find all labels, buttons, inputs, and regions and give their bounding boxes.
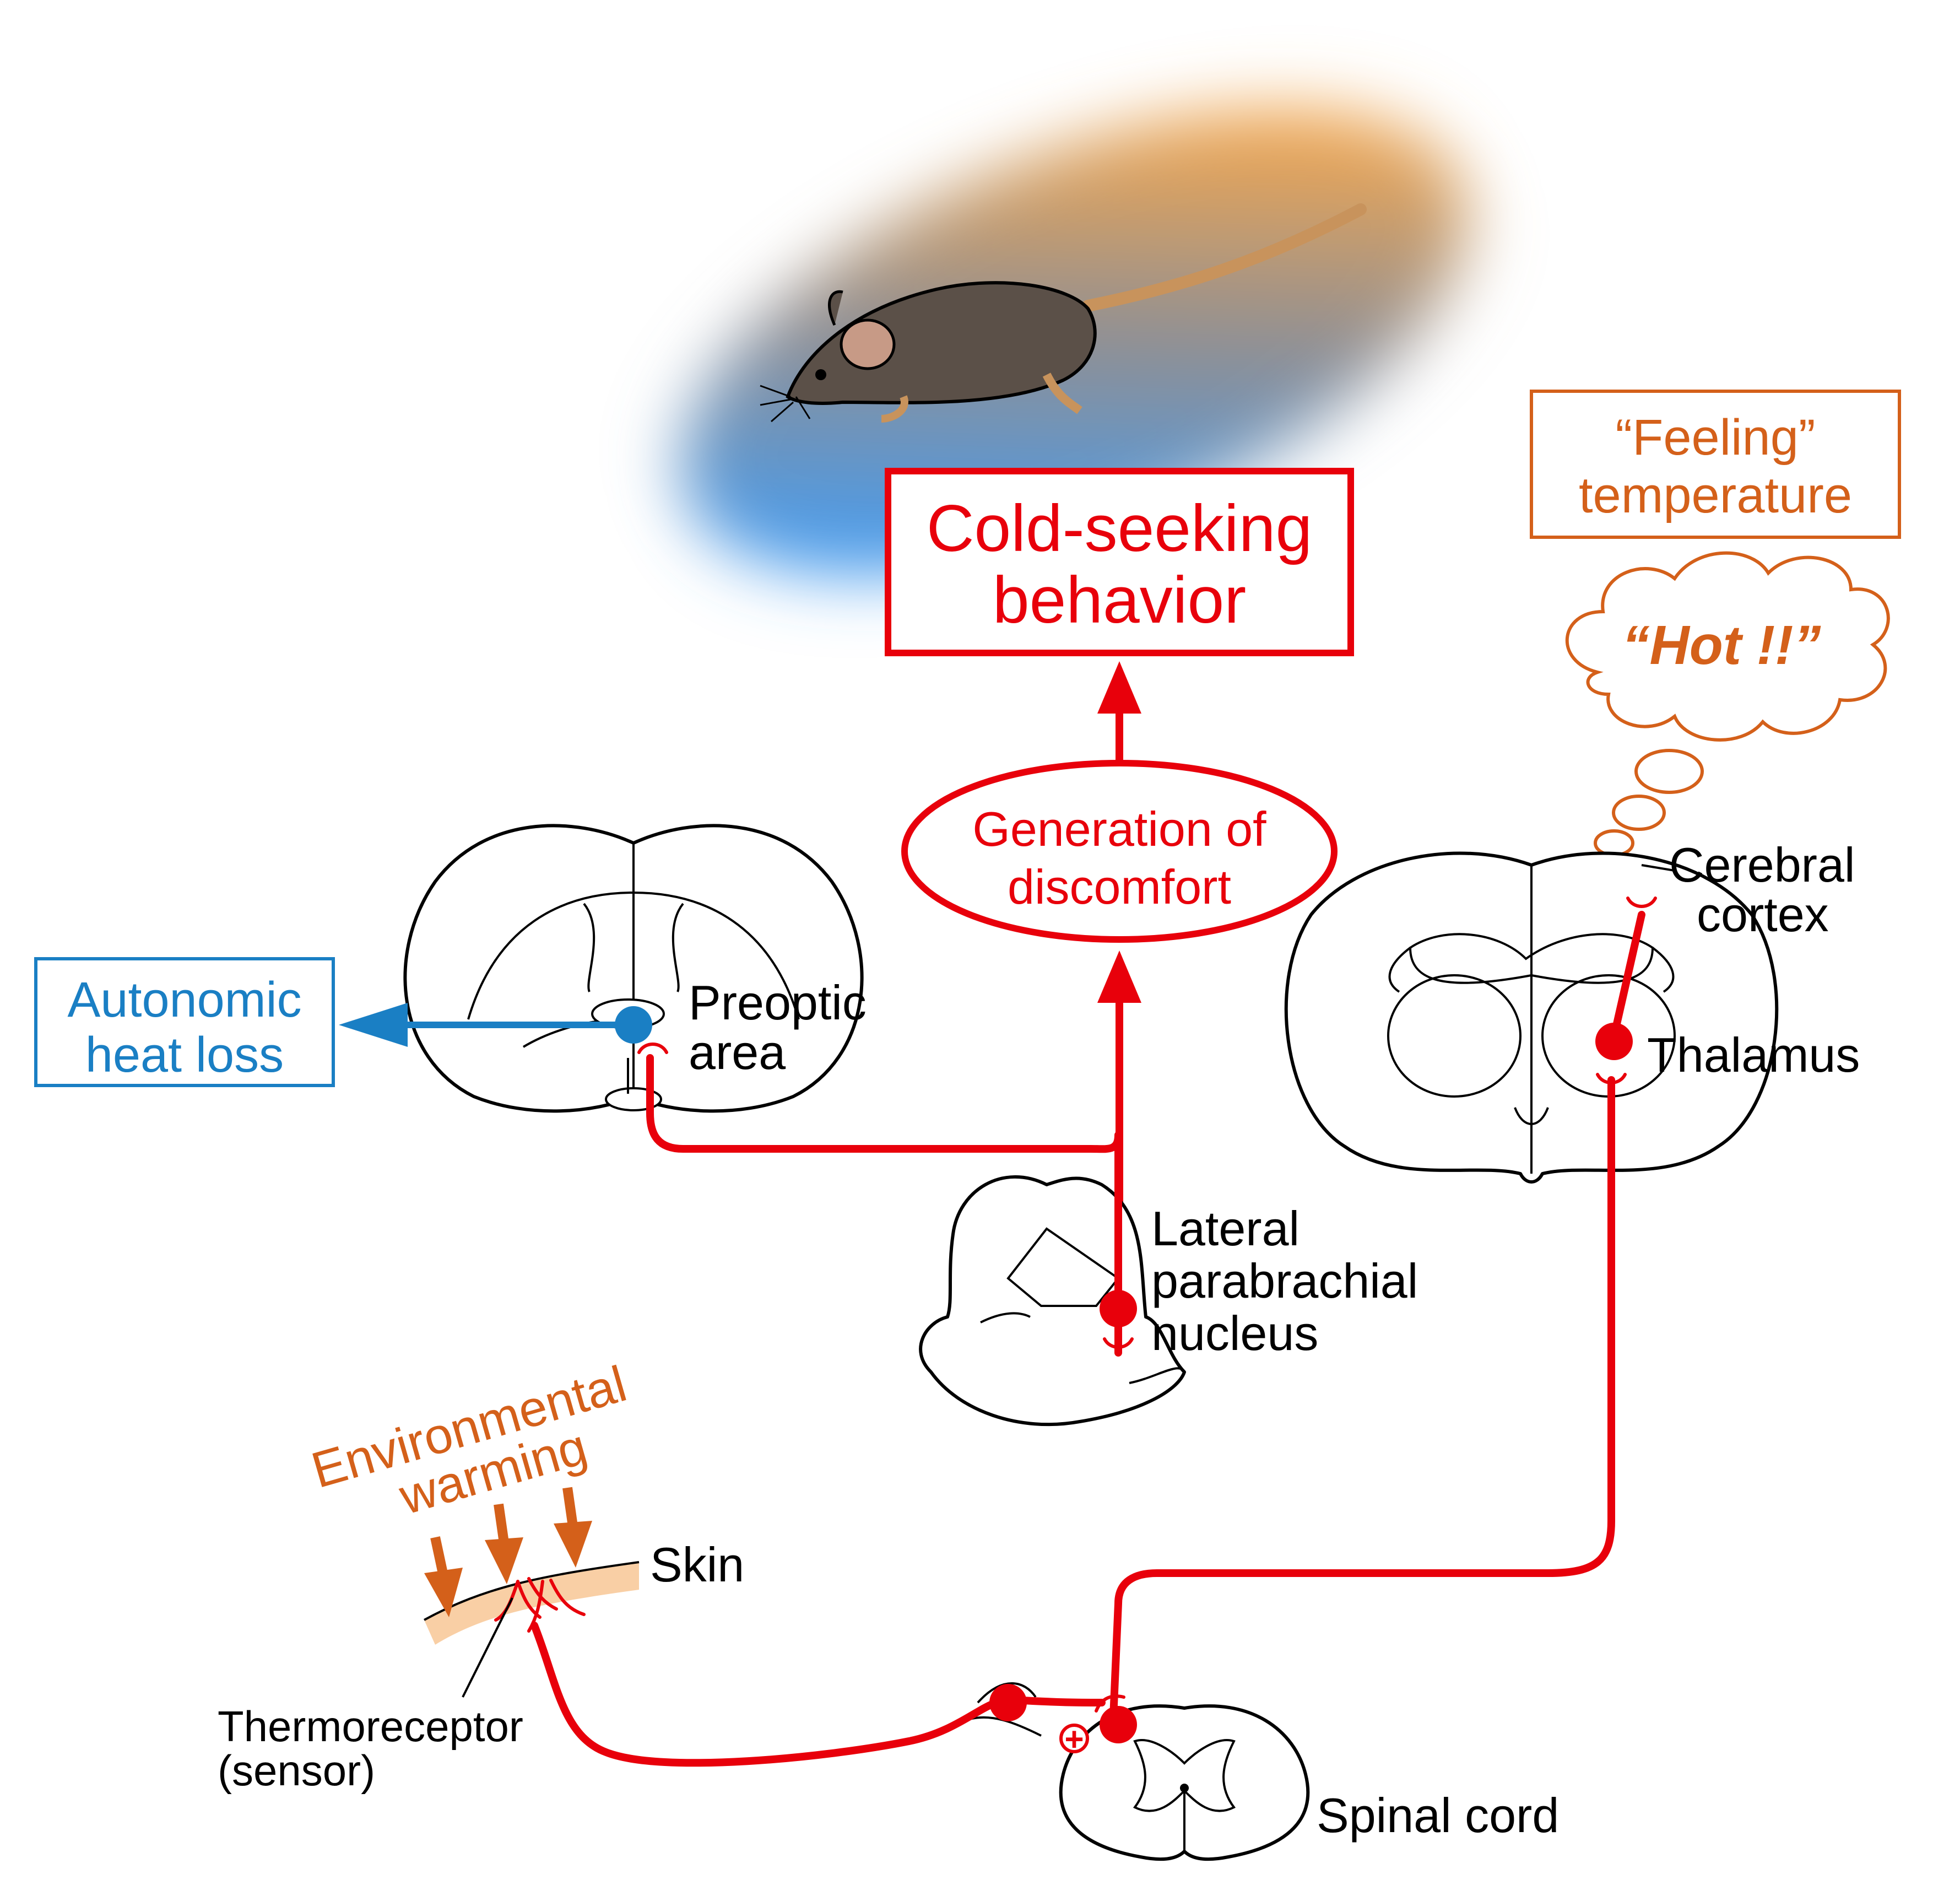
brainstem-section-icon (919, 1175, 1186, 1427)
feeling-temperature-box: “Feeling” temperature (1530, 390, 1901, 539)
thermo-line1: Thermoreceptor (218, 1702, 523, 1751)
warming-arrows (424, 1487, 592, 1617)
behavior-line2: behavior (993, 563, 1246, 637)
spinal-cord-section-icon (969, 1682, 1310, 1861)
discomfort-ellipse: Generation of discomfort (901, 760, 1338, 943)
preoptic-line2: area (689, 1025, 786, 1079)
lpb-line2: parabrachial (1151, 1254, 1418, 1308)
autonomic-line1: Autonomic (67, 973, 301, 1028)
autonomic-heat-loss-box: Autonomic heat loss (34, 957, 335, 1087)
feeling-line1: “Feeling” (1615, 409, 1815, 466)
lpb-line3: nucleus (1151, 1306, 1318, 1360)
thermo-line2: (sensor) (218, 1746, 375, 1795)
hot-text: “Hot !!” (1622, 614, 1821, 676)
cold-seeking-behavior-box: Cold-seeking behavior (885, 468, 1354, 656)
cortex-line1: Cerebral (1669, 838, 1855, 892)
thought-cloud: “Hot !!” (1566, 551, 1890, 857)
cortex-line2: cortex (1697, 887, 1829, 942)
thalamic-section-icon (1284, 851, 1779, 1184)
thalamus-label: Thalamus (1647, 1028, 1860, 1082)
skin-label: Skin (650, 1537, 744, 1592)
discomfort-line1: Generation of (972, 802, 1266, 856)
feeling-line2: temperature (1579, 467, 1852, 523)
behavior-line1: Cold-seeking (927, 491, 1312, 565)
preoptic-line1: Preoptic (689, 975, 867, 1030)
autonomic-arrow (339, 1003, 652, 1047)
spinal-cord-label: Spinal cord (1317, 1788, 1559, 1843)
nerve-pathways: + (530, 896, 1657, 1767)
excitatory-plus: + (1064, 1721, 1084, 1758)
mouse-icon (760, 203, 1367, 423)
skin-strip-icon (424, 1561, 640, 1645)
forebrain-section-icon (403, 824, 864, 1113)
lpb-line1: Lateral (1151, 1201, 1300, 1256)
discomfort-line2: discomfort (1008, 860, 1231, 914)
autonomic-line2: heat loss (85, 1028, 284, 1083)
